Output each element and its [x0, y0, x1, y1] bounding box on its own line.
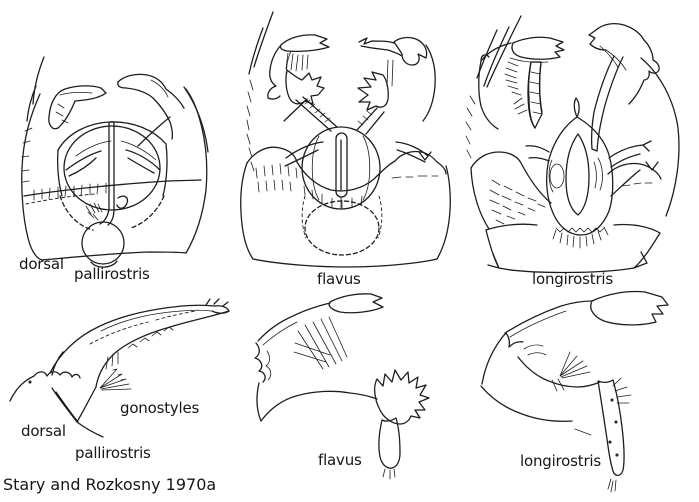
- citation-text: Stary and Rozkosny 1970a: [3, 475, 217, 494]
- drawing-longirostris-gonostyle: [480, 290, 669, 493]
- label-species-longirostris-top: longirostris: [532, 270, 614, 288]
- label-species-longirostris-bottom: longirostris: [520, 452, 602, 470]
- drawing-flavus-dorsal: [240, 11, 451, 268]
- label-species-pallirostris-bottom: pallirostris: [75, 444, 151, 462]
- label-view-dorsal-top: dorsal: [19, 255, 64, 273]
- drawing-longirostris-dorsal: [465, 15, 680, 274]
- label-view-dorsal-bottom: dorsal: [21, 422, 66, 440]
- label-species-flavus-bottom: flavus: [318, 451, 362, 469]
- drawing-pallirostris-gonostyle: [9, 298, 230, 438]
- label-structure-gonostyles: gonostyles: [120, 399, 200, 417]
- drawing-flavus-gonostyle: [254, 293, 430, 480]
- label-species-flavus-top: flavus: [317, 270, 361, 288]
- label-species-pallirostris-top: pallirostris: [74, 265, 150, 283]
- drawing-pallirostris-dorsal: [21, 56, 209, 268]
